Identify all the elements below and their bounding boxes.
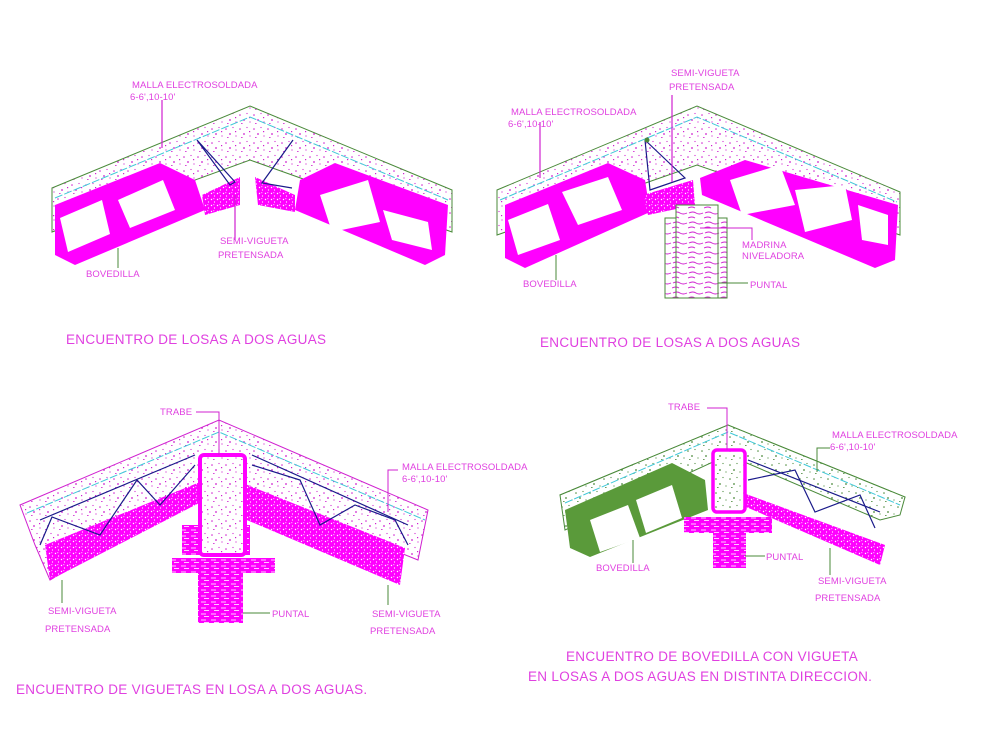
welded-mesh-line xyxy=(26,431,426,521)
label-semi-vigueta-left: SEMI-VIGUETA xyxy=(48,606,117,617)
label-malla-spec: 6-6',10-10' xyxy=(402,474,447,485)
label-malla-spec: 6-6',10-10' xyxy=(130,92,175,103)
puntal-crossbar xyxy=(684,517,772,533)
label-semi-vigueta: SEMI-VIGUETA xyxy=(818,576,887,587)
label-pretensada: PRETENSADA xyxy=(815,593,881,604)
detail-1: MALLA ELECTROSOLDADA 6-6',10-10' SEMI-VI… xyxy=(51,80,453,347)
concrete-slab xyxy=(496,105,901,236)
label-semi-vigueta: SEMI-VIGUETA xyxy=(671,68,740,79)
truss-right xyxy=(251,464,409,546)
label-semi-vigueta: SEMI-VIGUETA xyxy=(220,236,289,247)
label-puntal: PUNTAL xyxy=(750,280,787,291)
semi-vigueta-right xyxy=(255,177,295,212)
label-pretensada: PRETENSADA xyxy=(669,82,735,93)
label-puntal: PUNTAL xyxy=(766,552,803,563)
label-pretensada-right: PRETENSADA xyxy=(370,626,436,637)
label-malla: MALLA ELECTROSOLDADA xyxy=(832,430,958,441)
semi-vigueta-left xyxy=(202,177,240,215)
label-semi-vigueta-right: SEMI-VIGUETA xyxy=(372,609,441,620)
truss xyxy=(644,139,687,191)
label-pretensada: PRETENSADA xyxy=(218,250,284,261)
puntal xyxy=(198,573,243,623)
label-trabe: TRABE xyxy=(160,407,192,418)
semi-vigueta xyxy=(730,490,885,565)
detail-3-title: ENCUENTRO DE VIGUETAS EN LOSA A DOS AGUA… xyxy=(16,682,367,697)
label-malla: MALLA ELECTROSOLDADA xyxy=(132,80,258,91)
label-bovedilla: BOVEDILLA xyxy=(596,563,650,574)
trabe-beam xyxy=(711,448,747,514)
bovedilla-green xyxy=(565,463,708,557)
detail-2: SEMI-VIGUETA PRETENSADA MALLA ELECTROSOL… xyxy=(496,68,901,350)
welded-mesh-line xyxy=(54,116,449,201)
label-puntal: PUNTAL xyxy=(272,609,309,620)
label-trabe: TRABE xyxy=(668,402,700,413)
label-madrina: MADRINA xyxy=(742,240,787,251)
detail-4-title-line1: ENCUENTRO DE BOVEDILLA CON VIGUETA xyxy=(566,649,858,664)
truss-left xyxy=(39,464,196,546)
detail-3: TRABE MALLA ELECTROSOLDADA 6-6',10-10' S… xyxy=(16,407,528,697)
label-bovedilla: BOVEDILLA xyxy=(86,269,140,280)
label-niveladora: NIVELADORA xyxy=(742,251,805,262)
detail-4: TRABE MALLA ELECTROSOLDADA 6-6',10-10' B… xyxy=(528,402,958,684)
welded-mesh-line xyxy=(564,431,901,506)
bovedilla-left xyxy=(505,163,650,268)
detail-1-title: ENCUENTRO DE LOSAS A DOS AGUAS xyxy=(66,332,326,347)
semi-vigueta-right xyxy=(235,480,405,585)
bovedilla-right xyxy=(295,163,448,265)
concrete-slab xyxy=(51,105,453,233)
label-malla: MALLA ELECTROSOLDADA xyxy=(402,462,528,473)
semi-vigueta-left xyxy=(45,480,205,580)
label-bovedilla: BOVEDILLA xyxy=(523,279,577,290)
label-malla-spec: 6-6',10-10' xyxy=(508,119,553,130)
truss xyxy=(260,139,294,189)
puntal-crossbar xyxy=(172,558,275,573)
bovedilla-left xyxy=(55,163,205,265)
label-malla-spec: 6-6',10-10' xyxy=(830,442,875,453)
welded-mesh-line xyxy=(499,116,898,203)
detail-4-title-line2: EN LOSAS A DOS AGUAS EN DISTINTA DIRECCI… xyxy=(528,669,872,684)
puntal xyxy=(675,204,719,299)
bovedilla-right xyxy=(700,160,898,268)
truss xyxy=(747,469,876,529)
label-malla: MALLA ELECTROSOLDADA xyxy=(511,107,637,118)
trabe-beam xyxy=(198,453,247,557)
label-pretensada-left: PRETENSADA xyxy=(45,624,111,635)
puntal xyxy=(713,533,746,568)
truss xyxy=(196,139,236,186)
detail-2-title: ENCUENTRO DE LOSAS A DOS AGUAS xyxy=(540,335,800,350)
